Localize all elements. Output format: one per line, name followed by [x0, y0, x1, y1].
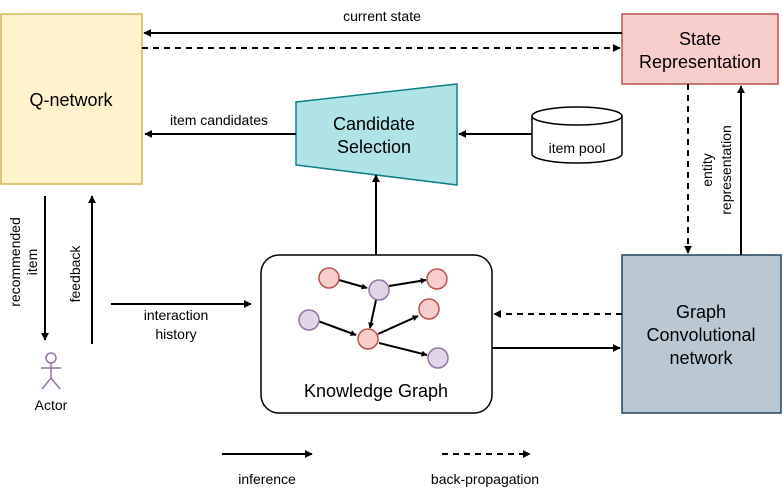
- recommended-item-label-1: recommended: [7, 217, 23, 307]
- interaction-history-label-2: history: [155, 326, 196, 342]
- candidate-selection-box: Candidate Selection: [295, 83, 458, 186]
- interaction-history-label-1: interaction: [144, 307, 209, 323]
- kg-edge: [368, 299, 377, 329]
- gcn-rect: [621, 254, 782, 414]
- candidate-selection-shape: [295, 83, 458, 186]
- item-pool-cylinder: item pool: [531, 106, 623, 164]
- gcn-label-1: Graph: [676, 302, 726, 322]
- q-network-box: Q-network: [0, 13, 143, 185]
- kg-node: [418, 298, 440, 320]
- knowledge-graph-label: Knowledge Graph: [304, 381, 448, 401]
- entity-representation-label-2: representation: [718, 125, 734, 215]
- item-candidates-label: item candidates: [170, 112, 268, 128]
- item-pool-label: item pool: [549, 140, 606, 156]
- legend: inference back-propagation: [222, 450, 539, 487]
- q-network-label: Q-network: [29, 90, 113, 110]
- candidate-selection-label-1: Candidate: [333, 114, 415, 134]
- feedback-label: feedback: [67, 245, 83, 303]
- state-representation-box: State Representation: [621, 13, 779, 85]
- kg-edge: [317, 320, 357, 336]
- kg-node: [426, 268, 448, 290]
- current-state-label: current state: [343, 8, 421, 24]
- gcn-label-2: Convolutional: [646, 325, 755, 345]
- kg-node: [368, 279, 390, 301]
- state-representation-label-1: State: [679, 29, 721, 49]
- actor-label: Actor: [35, 397, 68, 413]
- state-representation-label-2: Representation: [639, 52, 761, 72]
- kg-edge: [388, 277, 427, 287]
- knowledge-graph-box: Knowledge Graph: [260, 254, 493, 414]
- kg-node: [427, 347, 449, 369]
- kg-node: [357, 328, 379, 350]
- entity-representation-label-1: entity: [699, 153, 715, 186]
- actor-icon: [41, 352, 61, 390]
- kg-node: [318, 267, 340, 289]
- kg-node: [298, 309, 320, 331]
- recommended-item-label-2: item: [24, 249, 40, 275]
- kg-edge: [377, 315, 419, 335]
- candidate-selection-label-2: Selection: [337, 137, 411, 157]
- q-network-rect: [0, 13, 143, 185]
- legend-backprop-label: back-propagation: [431, 471, 539, 487]
- gcn-box: Graph Convolutional network: [621, 254, 782, 414]
- legend-inference-label: inference: [238, 471, 296, 487]
- state-representation-rect: [621, 13, 779, 85]
- gcn-label-3: network: [669, 348, 733, 368]
- kg-edge: [338, 279, 368, 290]
- kg-edge: [378, 342, 428, 357]
